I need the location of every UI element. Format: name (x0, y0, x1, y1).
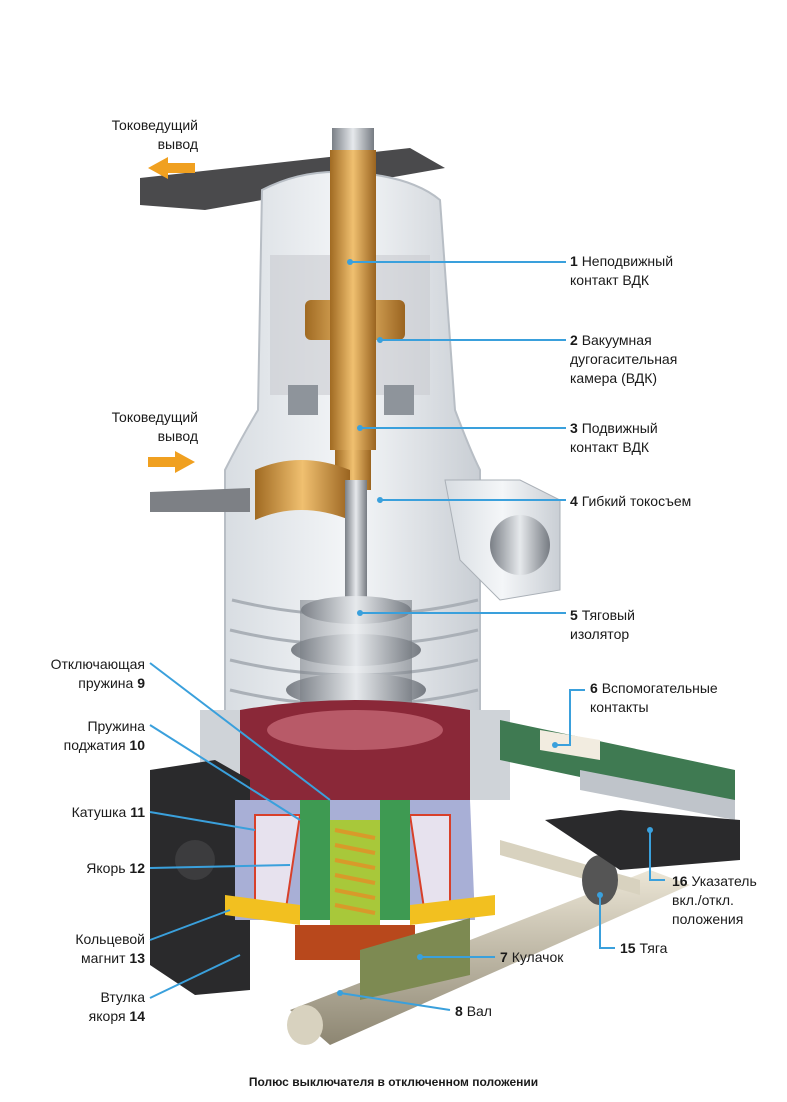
callout-14: Втулка якоря 14 (20, 988, 145, 1026)
callout-6-num: 6 (590, 680, 598, 696)
figure-caption: Полюс выключателя в отключенном положени… (248, 1075, 539, 1089)
callout-10-num: 10 (129, 737, 145, 753)
callout-16: 16 Указатель вкл./откл. положения (672, 872, 757, 929)
callout-5-text: Тяговый изолятор (570, 607, 635, 642)
leader-12 (149, 864, 291, 869)
leader-lines (149, 261, 665, 1011)
callout-15-text: Тяга (639, 940, 668, 956)
callout-14-num: 14 (129, 1008, 145, 1024)
leader-dots (337, 259, 653, 996)
callout-15-num: 15 (620, 940, 636, 956)
callout-3-text: Подвижный контакт ВДК (570, 420, 658, 455)
leader-6 (555, 689, 585, 746)
callout-8-num: 8 (455, 1003, 463, 1019)
callout-3-num: 3 (570, 420, 578, 436)
leader-15 (599, 895, 615, 949)
leader-10 (149, 724, 301, 821)
leader-13 (149, 909, 231, 941)
callout-11-text: Катушка (71, 804, 127, 820)
callout-11-num: 11 (130, 804, 145, 820)
callout-7: 7 Кулачок (500, 948, 563, 967)
callout-3: 3 Подвижный контакт ВДК (570, 419, 658, 457)
callout-5-num: 5 (570, 607, 578, 623)
callout-13: Кольцевой магнит 13 (20, 930, 145, 968)
callout-6: 6 Вспомогательные контакты (590, 679, 718, 717)
callout-7-num: 7 (500, 949, 508, 965)
callout-8-text: Вал (466, 1003, 492, 1019)
callout-12-num: 12 (129, 860, 145, 876)
leader-11 (149, 811, 256, 831)
callout-1: 1 Неподвижный контакт ВДК (570, 252, 673, 290)
leader-9 (149, 662, 331, 801)
leader-8 (339, 992, 451, 1011)
callout-6-text: Вспомогательные контакты (590, 680, 718, 715)
callout-9-text: Отключающая пружина (50, 656, 145, 691)
callout-11: Катушка 11 (20, 803, 145, 822)
callout-7-text: Кулачок (511, 949, 564, 965)
callout-15: 15 Тяга (620, 939, 667, 958)
callout-16-text: Указатель вкл./откл. положения (672, 873, 757, 927)
callout-1-num: 1 (570, 253, 578, 269)
callout-5: 5 Тяговый изолятор (570, 606, 635, 644)
traction-insulator (286, 480, 426, 720)
current-arrow-in (148, 451, 195, 473)
callout-9: Отключающая пружина 9 (20, 655, 145, 693)
callout-4: 4 Гибкий токосъем (570, 492, 691, 511)
callout-10-text: Пружина поджатия (63, 718, 145, 753)
callout-12: Якорь 12 (20, 859, 145, 878)
callout-13-text: Кольцевой магнит (75, 931, 145, 966)
leader-14 (149, 954, 241, 999)
terminal-middle-label: Токоведущий вывод (111, 409, 198, 444)
callout-12-text: Якорь (86, 860, 126, 876)
vacuum-interrupter (270, 150, 430, 490)
middle-terminal (150, 460, 561, 601)
terminal-top-label: Токоведущий вывод (111, 117, 198, 152)
callout-10: Пружина поджатия 10 (20, 717, 145, 755)
callout-16-num: 16 (672, 873, 688, 889)
auxiliary-contacts (500, 720, 735, 820)
leader-16 (649, 830, 665, 881)
callout-14-text: Втулка якоря (88, 989, 145, 1024)
callout-8: 8 Вал (455, 1002, 492, 1021)
callout-2-num: 2 (570, 332, 578, 348)
callout-4-num: 4 (570, 493, 578, 509)
callout-9-num: 9 (137, 675, 145, 691)
current-arrow-out (148, 157, 195, 179)
callout-13-num: 13 (129, 950, 145, 966)
actuator-housing (200, 700, 510, 810)
callout-4-text: Гибкий токосъем (581, 493, 692, 509)
callout-2: 2 Вакуумная дугогасительная камера (ВДК) (570, 331, 677, 388)
callout-2-text: Вакуумная дугогасительная камера (ВДК) (570, 332, 678, 386)
callout-1-text: Неподвижный контакт ВДК (570, 253, 674, 288)
